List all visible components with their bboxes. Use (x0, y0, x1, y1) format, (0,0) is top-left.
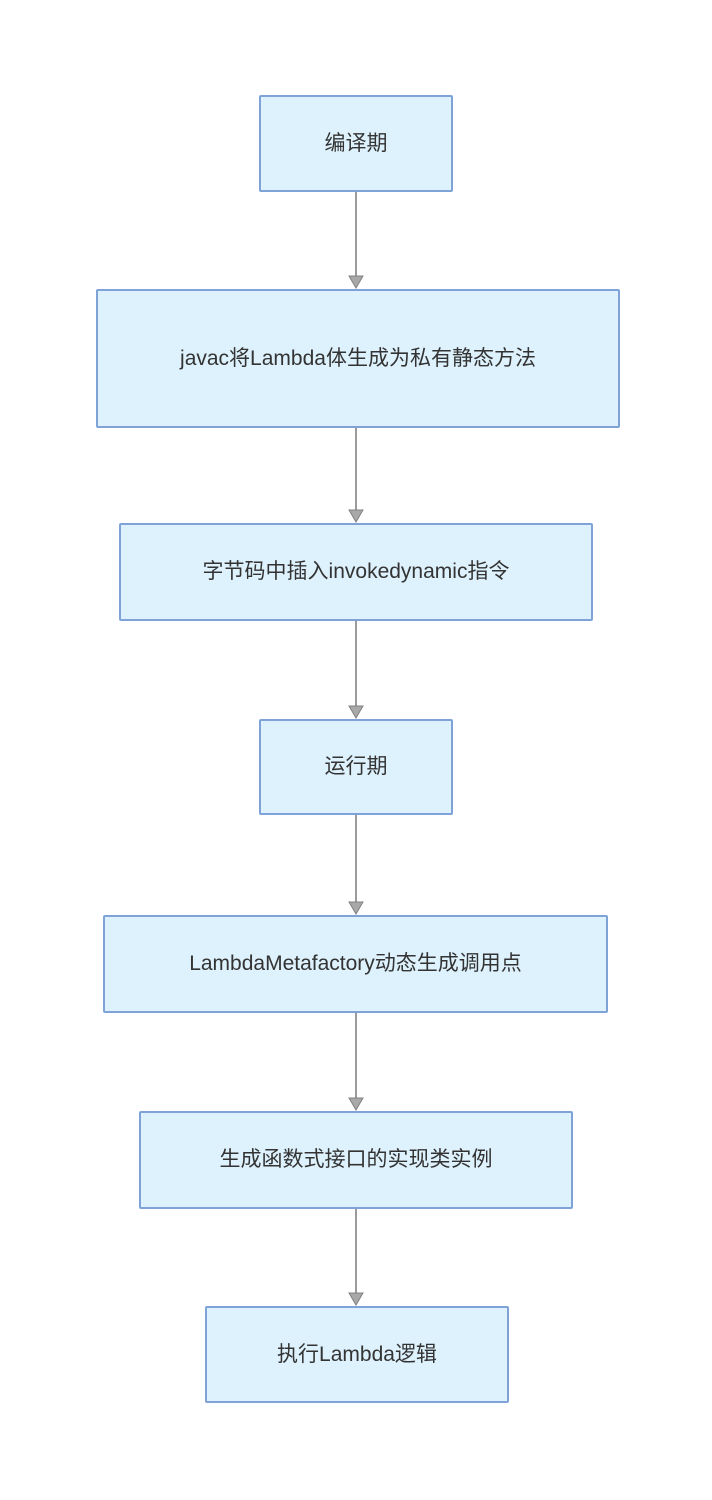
arrowhead-down-icon (348, 275, 364, 289)
node-execute-lambda-logic: 执行Lambda逻辑 (205, 1306, 509, 1403)
connector-line (355, 621, 357, 707)
connector-line (355, 428, 357, 511)
node-label: 生成函数式接口的实现类实例 (219, 1148, 493, 1172)
connector-arrow (348, 428, 364, 523)
arrowhead-down-icon (348, 705, 364, 719)
node-javac-private-static-method: javac将Lambda体生成为私有静态方法 (96, 289, 620, 428)
node-label: 执行Lambda逻辑 (277, 1342, 437, 1366)
connector-arrow (348, 1209, 364, 1306)
connector-line (355, 1209, 357, 1294)
connector-line (355, 815, 357, 903)
node-insert-invokedynamic: 字节码中插入invokedynamic指令 (119, 523, 593, 621)
node-runtime-phase: 运行期 (259, 719, 453, 815)
node-lambdametafactory-callsite: LambdaMetafactory动态生成调用点 (103, 915, 608, 1013)
node-label: 编译期 (324, 131, 388, 155)
node-label: 运行期 (324, 755, 388, 779)
arrowhead-down-icon (348, 1097, 364, 1111)
node-label: LambdaMetafactory动态生成调用点 (189, 952, 522, 976)
connector-arrow (348, 815, 364, 915)
connector-arrow (348, 192, 364, 289)
node-functional-interface-instance: 生成函数式接口的实现类实例 (139, 1111, 573, 1209)
connector-arrow (348, 1013, 364, 1111)
connector-line (355, 1013, 357, 1099)
node-compile-phase: 编译期 (259, 95, 453, 192)
arrowhead-down-icon (348, 901, 364, 915)
connector-arrow (348, 621, 364, 719)
arrowhead-down-icon (348, 509, 364, 523)
connector-line (355, 192, 357, 277)
node-label: 字节码中插入invokedynamic指令 (202, 560, 510, 584)
node-label: javac将Lambda体生成为私有静态方法 (180, 346, 536, 370)
arrowhead-down-icon (348, 1292, 364, 1306)
